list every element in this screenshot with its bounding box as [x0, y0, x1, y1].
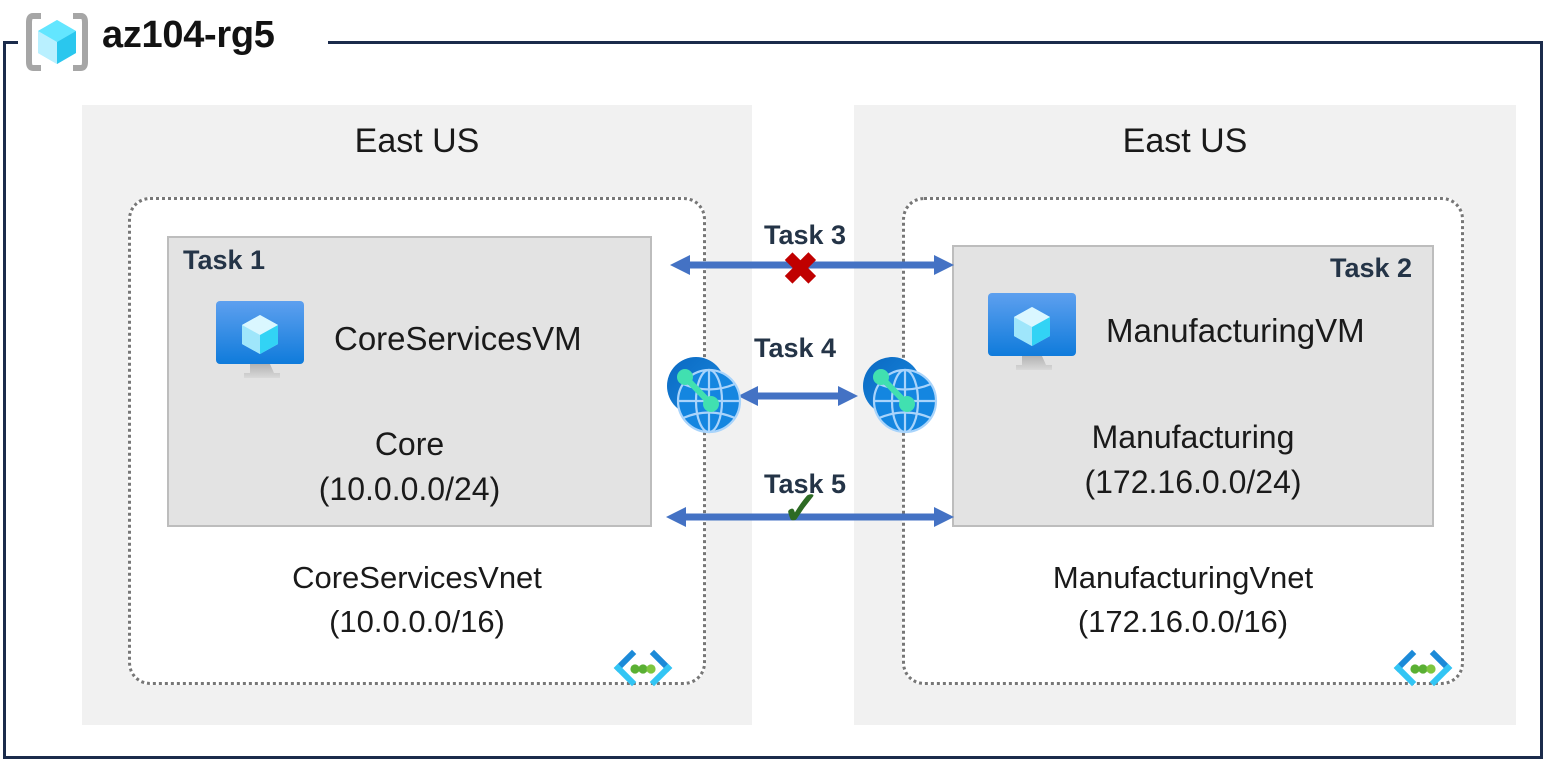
virtual-machine-icon	[986, 292, 1078, 370]
vnet-cidr-coreservices: (10.0.0.0/16)	[329, 604, 505, 640]
vm-manufacturingvm: ManufacturingVM	[986, 292, 1365, 370]
blocked-mark-icon: ✖	[782, 245, 819, 294]
task-label-3: Task 3	[763, 220, 847, 250]
virtual-machine-icon	[214, 300, 306, 378]
connector-arrow-task3	[670, 252, 954, 278]
allowed-mark-icon: ✓	[782, 482, 821, 534]
vnet-caption-coreservices: CoreServicesVnet (10.0.0.0/16)	[128, 556, 706, 644]
vnet-name-coreservices: CoreServicesVnet	[292, 560, 542, 595]
resource-group-cube-icon	[24, 12, 90, 72]
subnet-box-core	[167, 236, 652, 527]
region-label-right: East US	[1122, 122, 1248, 160]
vnet-icon	[1390, 648, 1456, 688]
vnet-cidr-manufacturing: (172.16.0.0/16)	[1077, 604, 1289, 640]
connector-arrow-task5	[666, 504, 954, 530]
region-label-left: East US	[354, 122, 480, 160]
subnet-cidr-core: (10.0.0.0/24)	[318, 471, 501, 508]
task-label-5: Task 5	[763, 469, 847, 499]
vnet-peering-icon	[858, 355, 940, 435]
resource-group-title: az104-rg5	[102, 14, 275, 56]
subnet-cidr-manufacturing: (172.16.0.0/24)	[1084, 464, 1302, 501]
resource-group-frame	[3, 41, 1543, 759]
task-tag-2: Task 2	[1330, 253, 1413, 283]
subnet-caption-core: Core (10.0.0.0/24)	[167, 422, 652, 513]
subnet-name-core: Core	[374, 426, 445, 462]
subnet-caption-manufacturing: Manufacturing (172.16.0.0/24)	[952, 415, 1434, 506]
vm-name-label: CoreServicesVM	[334, 320, 582, 357]
vnet-icon	[610, 648, 676, 688]
vm-name-label: ManufacturingVM	[1106, 312, 1365, 349]
subnet-box-manufacturing	[952, 245, 1434, 527]
vnet-caption-manufacturing: ManufacturingVnet (172.16.0.0/16)	[902, 556, 1464, 644]
subnet-name-manufacturing: Manufacturing	[1091, 419, 1295, 455]
vnet-peering-icon	[662, 355, 744, 435]
connector-arrow-task4	[738, 383, 858, 409]
vm-coreservicesvm: CoreServicesVM	[214, 300, 582, 378]
task-tag-1: Task 1	[183, 245, 266, 275]
task-label-4: Task 4	[753, 333, 837, 363]
vnet-name-manufacturing: ManufacturingVnet	[1052, 560, 1314, 595]
